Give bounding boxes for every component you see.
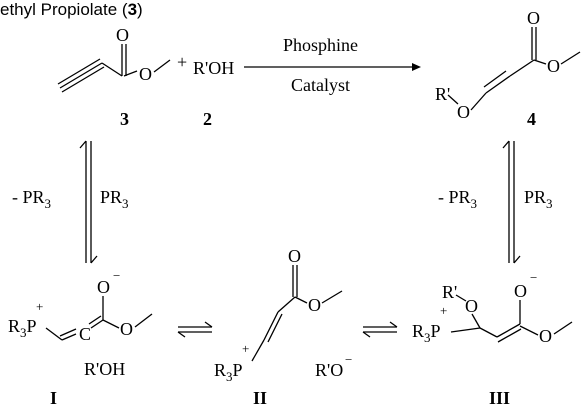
- minus-charge-I: −: [113, 268, 120, 283]
- phosphonium-R3P-I: R3P: [8, 316, 37, 340]
- plus-charge-III: +: [440, 303, 447, 318]
- intermediate-I-label: I: [50, 388, 57, 408]
- compound-3-label: 3: [120, 109, 129, 129]
- enolate-oxygen-I: O: [97, 277, 110, 297]
- ether-oxygen-III: O: [465, 296, 478, 316]
- carbonyl-oxygen-3: O: [116, 25, 129, 45]
- left-equilibrium-arrows: [79, 140, 98, 264]
- ether-oxygen-4: O: [457, 102, 470, 122]
- compound-4-label: 4: [527, 109, 536, 129]
- intermediate-II-label: II: [253, 388, 267, 408]
- carbonyl-oxygen-4: O: [527, 8, 540, 28]
- PR3-left: PR3: [100, 187, 129, 211]
- minus-charge-III: −: [530, 270, 537, 285]
- intermediate-III-structure: R' O R3P + O − O: [412, 270, 573, 346]
- intermediate-III-label: III: [489, 388, 510, 408]
- PR3-right: PR3: [524, 187, 553, 211]
- forward-reaction-arrow: [244, 63, 421, 71]
- alkoxide-RO-II: R'O: [315, 360, 343, 380]
- alcohol-ROH-I: R'OH: [84, 359, 125, 379]
- condition-phosphine: Phosphine: [283, 35, 358, 55]
- plus-sign: +: [177, 52, 187, 72]
- ester-oxygen-III: O: [539, 326, 552, 346]
- equilibrium-I-II: [177, 321, 213, 338]
- ester-oxygen-I: O: [120, 319, 133, 339]
- intermediate-II-structure: R3P + O O: [214, 246, 343, 384]
- phosphonium-R3P-III: R3P: [412, 321, 441, 345]
- methyl-propiolate-structure: O O: [57, 25, 171, 93]
- vinyl-ether-product-4: R' O O O: [435, 8, 581, 122]
- R-prime-III: R': [442, 282, 457, 302]
- ester-oxygen-4: O: [547, 56, 560, 76]
- phosphonium-R3P-II: R3P: [214, 360, 243, 384]
- condition-catalyst: Catalyst: [291, 75, 350, 95]
- central-carbon-I: C: [79, 324, 91, 344]
- ester-oxygen-II: O: [308, 295, 321, 315]
- plus-charge-II: +: [242, 341, 249, 356]
- minus-charge-II: −: [345, 352, 352, 367]
- compound-2-label: 2: [203, 109, 212, 129]
- alcohol-ROH: R'OH: [193, 58, 234, 78]
- minus-PR3-left: - PR3: [12, 187, 51, 211]
- R-prime-4: R': [435, 84, 450, 104]
- carbonyl-oxygen-II: O: [288, 246, 301, 266]
- plus-charge-I: +: [36, 299, 43, 314]
- enolate-oxygen-III: O: [514, 281, 527, 301]
- scheme-caption: ethyl Propiolate (3): [0, 0, 143, 19]
- equilibrium-II-III: [362, 321, 398, 338]
- ester-oxygen-3: O: [139, 64, 152, 84]
- right-equilibrium-arrows: [502, 140, 521, 264]
- intermediate-I-structure: R3P + C O − O: [8, 268, 153, 344]
- minus-PR3-right: - PR3: [438, 187, 477, 211]
